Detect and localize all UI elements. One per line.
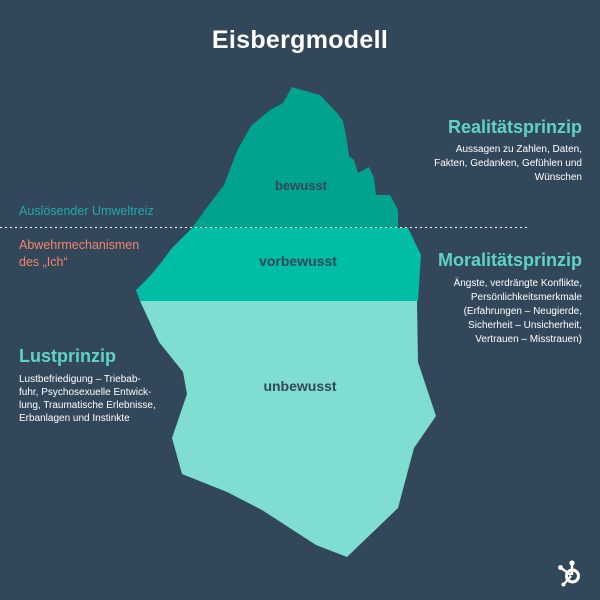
moralitaetsprinzip-line: (Erfahrungen – Neugierde, (463, 306, 582, 317)
iceberg-layer-vorbewusst (136, 228, 421, 301)
moralitaetsprinzip-heading: Moralitätsprinzip (437, 250, 582, 270)
moralitaetsprinzip-line: Sicherheit – Unsicherheit, (468, 320, 582, 331)
lustprinzip-line: lung, Traumatische Erlebnisse, (19, 400, 156, 411)
layer-label-unbewusst: unbewusst (263, 378, 336, 394)
lustprinzip-heading: Lustprinzip (19, 346, 116, 366)
moralitaetsprinzip-description: Ängste, verdrängte Konflikte, Persönlich… (392, 277, 582, 347)
moralitaetsprinzip-line: Persönlichkeitsmerkmale (470, 292, 582, 303)
realitaetsprinzip-heading: Realitätsprinzip (447, 117, 582, 137)
iceberg-layer-unbewusst (140, 301, 436, 557)
abwehr-line: des „Ich“ (19, 255, 68, 269)
realitaetsprinzip-line: Fakten, Gedanken, Gefühlen und (434, 158, 582, 169)
ausloesender-umweltreiz-label: Auslösender Umweltreiz (19, 204, 154, 218)
layer-label-bewusst: bewusst (275, 178, 328, 193)
hubspot-sprocket-icon (558, 560, 580, 587)
realitaetsprinzip-description: Aussagen zu Zahlen, Daten, Fakten, Gedan… (382, 143, 582, 185)
realitaetsprinzip-line: Aussagen zu Zahlen, Daten, (455, 144, 582, 155)
lustprinzip-line: Erbanlagen und Instinkte (19, 413, 130, 424)
moralitaetsprinzip-line: Ängste, verdrängte Konflikte, (453, 278, 582, 289)
iceberg-layer-bewusst (192, 87, 398, 228)
lustprinzip-description: Lustbefriedigung – Trieb­ab- fuhr, Psych… (19, 373, 184, 425)
layer-label-vorbewusst: vorbewusst (259, 253, 337, 269)
moralitaetsprinzip-line: Vertrauen – Misstrauen) (475, 334, 582, 345)
page-title: Eisbergmodell (211, 26, 389, 54)
abwehrmechanismen-label: Abwehrmechanismen des „Ich“ (19, 237, 179, 271)
lustprinzip-line: fuhr, Psychosexuelle Entwick- (19, 387, 152, 398)
realitaetsprinzip-line: Wünschen (534, 172, 582, 183)
lustprinzip-line: Lustbefriedigung – Trieb­ab- (19, 374, 141, 385)
abwehr-line: Abwehrmechanismen (19, 238, 140, 252)
